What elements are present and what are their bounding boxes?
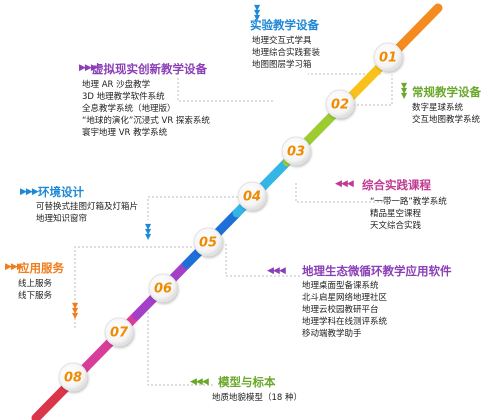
models-item: 地质地貌模型（18 种） [212,393,303,403]
down-arrows-icon: ▼▼▼ [401,81,408,100]
virtual-item: “地球的演化”沉浸式 VR 探索系统 [82,116,210,126]
node-circle [58,362,88,392]
node-number: 03 [287,145,305,160]
connector-practice [295,183,383,203]
connector-service [74,246,200,330]
practice-title: 综合实践课程 [362,178,431,192]
node-circle [148,273,178,303]
node-circle [104,317,134,347]
timeline-node: 08 [58,362,88,392]
connector-lines [74,58,393,386]
service-title: 应用服务 [18,261,64,275]
virtual-title: 虚拟现实创新教学设备 [92,62,207,76]
ecology-item: 地理学科在线测评系统 [302,317,388,327]
models-title: 模型与标本 [218,375,276,389]
experiment-item: 地图图层学习箱 [252,60,312,70]
timeline-node: 05 [193,227,223,257]
regular-item: 数字星球系统 [412,103,464,113]
node-number: 04 [243,190,261,205]
experiment-item: 地理交互式学具 [252,36,312,46]
ecology-item: 地理云校园教研平台 [302,305,379,315]
ecology-item: 地理桌面型备课系统 [302,281,379,291]
node-number: 08 [64,371,82,386]
timeline-node: 04 [237,181,267,211]
practice-item: “一带一路”教学系统 [370,197,447,207]
practice-item: 天文综合实践 [370,221,422,231]
arrow-left-icon: ◀◀◀ [335,179,354,189]
connector-models [147,312,213,386]
regular-item: 交互地图教学系统 [412,115,481,125]
virtual-item: 寰宇地理 VR 教学系统 [82,128,168,138]
node-number: 05 [199,236,217,251]
arrow-right-icon: ▶▶▶ [5,262,24,272]
node-number: 02 [331,98,349,113]
virtual-item: 全息教学系统（地理版） [82,104,176,114]
service-item: 线下服务 [18,291,53,301]
timeline-node: 06 [148,273,178,303]
down-arrows-icon: ▼▼▼ [145,222,152,241]
virtual-item: 3D 地理教学软件系统 [82,92,165,102]
timeline-node: 03 [281,136,311,166]
practice-item: 精品星空课程 [370,209,422,219]
node-number: 06 [154,282,172,297]
arrow-right-icon: ▶▶▶ [20,187,39,197]
timeline-node: 07 [104,317,134,347]
environment-title: 环境设计 [38,185,84,199]
virtual-item: 地理 AR 沙盘教学 [82,80,151,90]
experiment-title: 实验教学设备 [250,18,319,32]
timeline-nodes: 01 02 03 04 05 06 07 08 [58,42,403,392]
ecology-title: 地理生态微循环教学应用软件 [302,264,452,278]
environment-item: 地理知识窗帘 [36,214,88,224]
arrow-right-icon: ▶▶▶ [79,63,98,73]
node-circle [237,181,267,211]
ecology-item: 北斗启星网络地理社区 [302,293,388,303]
node-circle [373,42,403,72]
connector-environment [147,196,246,220]
timeline-node: 02 [325,89,355,119]
regular-title: 常规教学设备 [412,85,481,99]
down-arrows-icon: ▼▼▼ [254,3,261,22]
node-number: 07 [110,326,129,341]
service-item: 线上服务 [18,279,53,289]
ecology-item: 移动端教学助手 [302,329,362,339]
node-circle [325,89,355,119]
experiment-item: 地理综合实践套装 [252,48,321,58]
node-number: 01 [379,51,397,66]
node-circle [193,227,223,257]
down-arrows-icon: ▼▼▼ [72,301,79,320]
environment-item: 可替换式挂图灯箱及灯箱片 [36,202,139,212]
node-circle [281,136,311,166]
connector-regular [353,75,393,106]
connector-ecology [225,244,302,277]
timeline-node: 01 [373,42,403,72]
arrow-left-icon: ◀◀◀ [190,377,209,387]
arrow-left-icon: ◀◀◀ [267,266,286,276]
